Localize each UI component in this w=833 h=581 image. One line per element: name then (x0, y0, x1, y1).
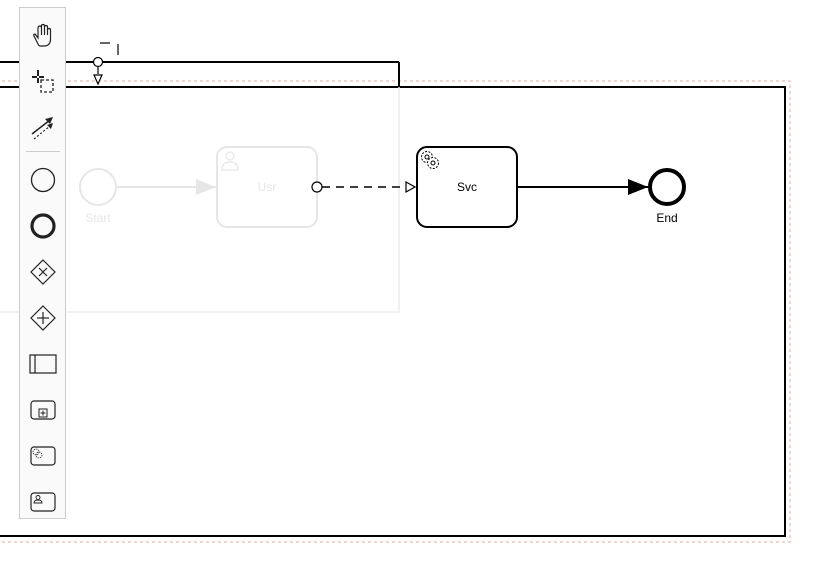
participant-icon (29, 354, 57, 374)
create-subprocess[interactable] (20, 392, 66, 428)
message-flow-top[interactable] (92, 42, 119, 86)
lasso-tool[interactable] (20, 63, 66, 99)
create-service-task[interactable] (20, 438, 66, 474)
exclusive-gateway-icon (30, 259, 56, 285)
service-task-icon (30, 446, 56, 466)
user-task-label: Usr (258, 180, 277, 194)
start-event-icon (30, 167, 56, 193)
create-end-event[interactable] (20, 208, 66, 244)
user-task-icon (30, 492, 56, 512)
lasso-icon (32, 70, 54, 93)
create-exclusive-gateway[interactable] (20, 254, 66, 290)
service-task-label: Svc (457, 180, 477, 194)
hand-tool[interactable] (20, 18, 66, 54)
end-event-label: End (656, 211, 677, 225)
create-user-task[interactable] (20, 484, 66, 520)
service-task[interactable] (416, 146, 518, 228)
message-flow-user-to-service[interactable] (311, 180, 417, 194)
participant-ghost: Start Usr (0, 61, 400, 313)
parallel-gateway-icon (30, 305, 56, 331)
participant-pool[interactable] (0, 86, 786, 537)
create-start-event[interactable] (20, 162, 66, 198)
start-event-label: Start (85, 211, 111, 225)
global-connect-tool[interactable] (20, 109, 66, 145)
service-task-gear-icon (421, 151, 439, 169)
connect-arrow-icon (31, 117, 53, 140)
hand-icon (33, 23, 52, 47)
end-event-icon (30, 213, 56, 239)
start-event[interactable] (79, 168, 117, 206)
palette (19, 7, 66, 519)
create-parallel-gateway[interactable] (20, 300, 66, 336)
create-participant[interactable] (20, 346, 66, 382)
subprocess-icon (30, 400, 56, 420)
palette-separator (26, 151, 60, 152)
end-event[interactable] (648, 168, 686, 206)
user-task-person-icon (221, 151, 239, 171)
